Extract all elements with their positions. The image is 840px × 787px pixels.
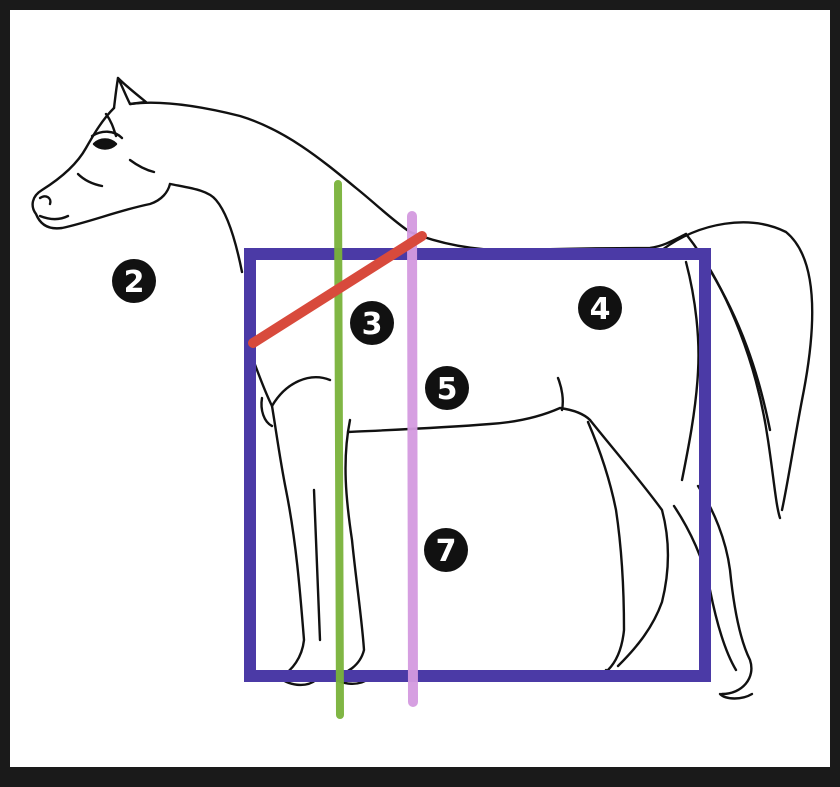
marker-7-circle — [424, 528, 468, 572]
marker-5: 5 — [425, 366, 469, 410]
marker-3: 3 — [350, 301, 394, 345]
marker-2: 2 — [112, 259, 156, 303]
marker-7-label: 7 — [436, 534, 457, 569]
marker-3-circle — [350, 301, 394, 345]
marker-5-circle — [425, 366, 469, 410]
marker-4-label: 4 — [590, 292, 611, 327]
horse-outline — [31, 76, 814, 700]
marker-3-label: 3 — [362, 307, 383, 342]
proportion-box — [244, 248, 711, 682]
pink-vertical-line — [407, 211, 418, 707]
marker-2-label: 2 — [124, 265, 145, 300]
horse-conformation-diagram: 2 3 4 5 7 — [31, 76, 814, 719]
marker-2-circle — [112, 259, 156, 303]
marker-4: 4 — [578, 286, 622, 330]
shoulder-angle-line — [248, 231, 427, 348]
marker-7: 7 — [424, 528, 468, 572]
green-vertical-line — [334, 180, 344, 719]
marker-4-circle — [578, 286, 622, 330]
marker-5-label: 5 — [437, 372, 458, 407]
